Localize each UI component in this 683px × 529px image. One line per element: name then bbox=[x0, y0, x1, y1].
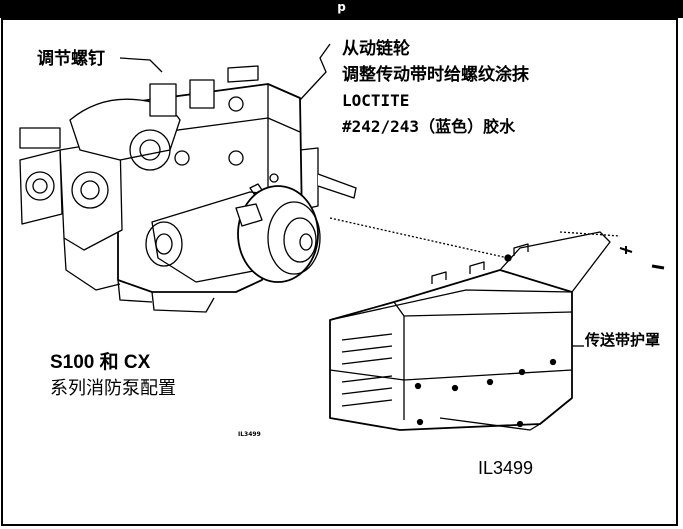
sprocket-line1: 从动链轮 bbox=[342, 39, 410, 59]
model-line2: 系列消防泵配置 bbox=[50, 378, 176, 399]
fastener-screws bbox=[504, 246, 665, 270]
figure-code: IL3499 bbox=[478, 458, 534, 478]
sprocket-line4: #242/243（蓝色）胶水 bbox=[342, 117, 516, 136]
title-bar-text: p bbox=[337, 0, 346, 14]
adjust-screw-leader bbox=[119, 57, 163, 73]
belt-guard-drawing bbox=[329, 231, 611, 431]
sprocket-line3: LOCTITE bbox=[342, 91, 410, 110]
belt-guard-label: 传送带护罩 bbox=[585, 331, 661, 349]
model-series-caption: S100 和 CX 系列消防泵配置 bbox=[50, 350, 176, 402]
sprocket-line2: 调整传动带时给螺纹涂抹 bbox=[342, 65, 529, 85]
driven-sprocket-callout: 从动链轮 调整传动带时给螺纹涂抹 LOCTITE #242/243（蓝色）胶水 bbox=[342, 36, 529, 140]
diagram-frame bbox=[1, 18, 678, 526]
bolt-guide-line bbox=[329, 217, 509, 259]
model-line1: S100 和 CX bbox=[50, 352, 151, 373]
small-figure-code: IL3499 bbox=[238, 431, 261, 438]
title-bar bbox=[0, 0, 683, 18]
adjust-screw-label: 调节螺钉 bbox=[37, 49, 105, 69]
belt-drive bbox=[145, 173, 321, 283]
